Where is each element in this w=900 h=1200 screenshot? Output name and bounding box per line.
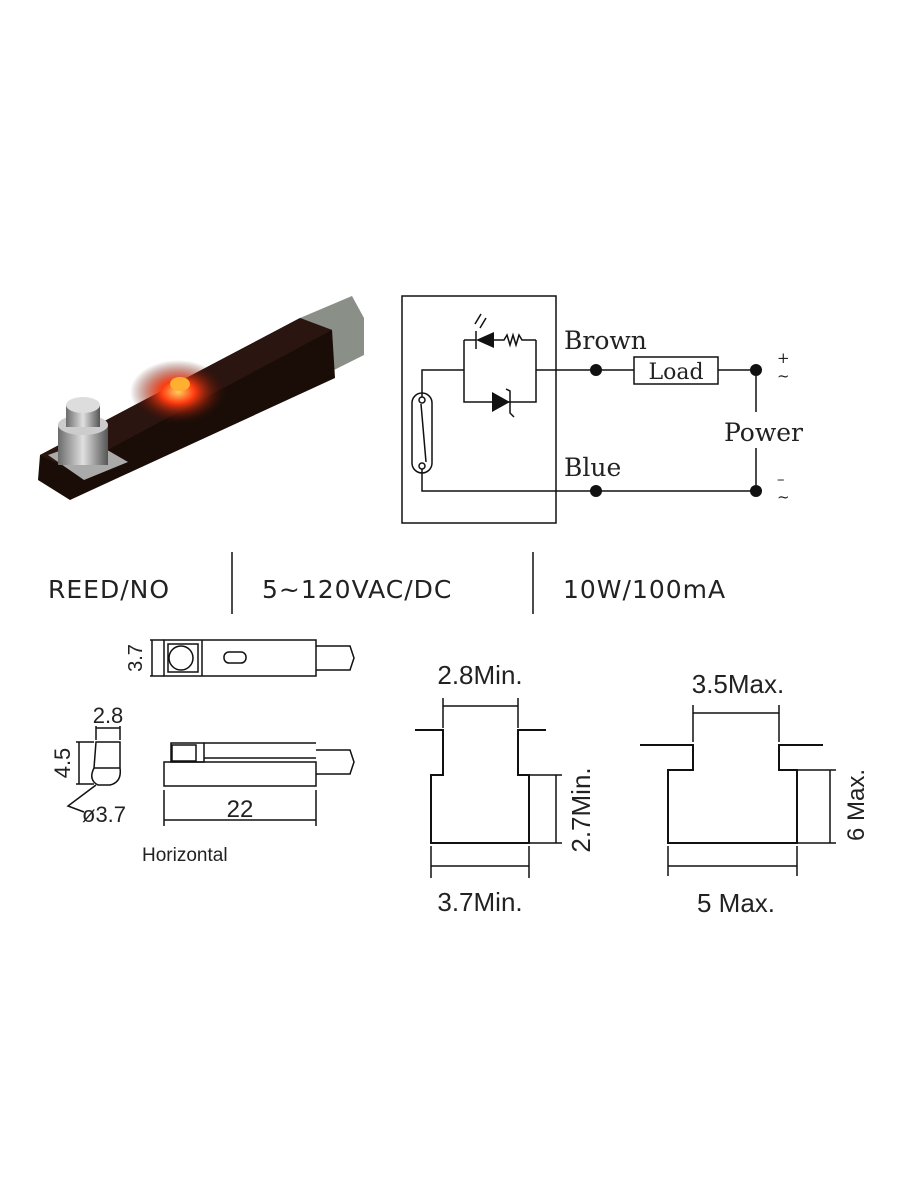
led-glow — [130, 360, 226, 424]
zener-diode-icon — [492, 388, 515, 418]
dim-height-head: 4.5 — [50, 748, 75, 779]
spec-voltage: 5~120VAC/DC — [262, 575, 452, 604]
wiring-diagram: Load Brown Blue Power + ~ – ~ — [401, 295, 803, 524]
power-label: Power — [724, 418, 803, 447]
product-photo — [38, 296, 364, 500]
brown-wire-label: Brown — [564, 326, 647, 355]
slot-max-drawing: 3.5Max. 6 Max. 5 Max. — [640, 669, 870, 918]
slot-min-bottom-label: 3.7Min. — [437, 887, 522, 917]
minus-symbol: – — [777, 470, 785, 488]
ac-symbol-bottom: ~ — [777, 488, 790, 506]
sensor-enclosure — [401, 295, 557, 524]
dim-length: 22 — [227, 796, 254, 823]
spec-row: REED/NO 5~120VAC/DC 10W/100mA — [48, 552, 726, 614]
resistor-icon — [494, 332, 536, 348]
slot-min-top-label: 2.8Min. — [437, 660, 522, 690]
spec-type: REED/NO — [48, 575, 170, 604]
blue-wire-label: Blue — [564, 453, 621, 482]
led-icon — [474, 313, 494, 349]
dim-diameter: ø3.7 — [82, 802, 126, 827]
mounting-screw — [48, 397, 128, 480]
ac-symbol-top: ~ — [777, 367, 790, 385]
plus-symbol: + — [777, 349, 790, 367]
slot-max-top-label: 3.5Max. — [692, 669, 785, 699]
slot-min-depth-label: 2.7Min. — [566, 767, 596, 852]
orientation-label: Horizontal — [142, 845, 228, 866]
slot-min-drawing: 2.8Min. 2.7Min. 3.7Min. — [415, 660, 596, 917]
spec-power: 10W/100mA — [563, 575, 726, 604]
reed-switch-icon — [411, 392, 433, 474]
dim-width-head: 2.8 — [93, 703, 124, 728]
dim-height-top: 3.7 — [125, 644, 147, 672]
slot-max-depth-label: 6 Max. — [843, 769, 870, 841]
sensor-dimension-drawing: 3.7 22 2.8 4.5 ø3.7 Horizontal — [50, 639, 355, 866]
slot-max-bottom-label: 5 Max. — [697, 888, 775, 918]
load-label: Load — [648, 360, 703, 385]
